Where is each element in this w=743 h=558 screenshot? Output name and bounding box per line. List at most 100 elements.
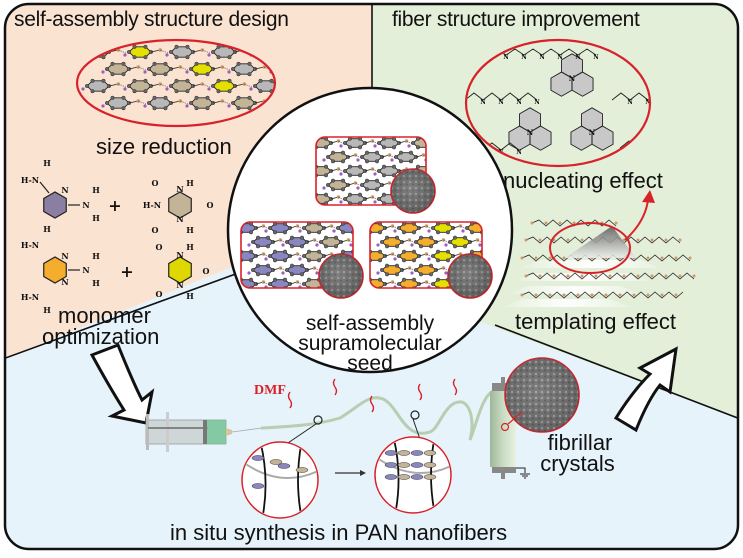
atom-label: H <box>186 291 194 301</box>
carbon-atom <box>126 50 131 55</box>
seed-molecule <box>397 450 411 456</box>
carbon-atom <box>104 66 109 71</box>
nitrogen-label: N <box>569 74 576 83</box>
carbon-atom <box>317 230 322 235</box>
syringe-stopper <box>203 420 207 444</box>
atom-label: N <box>176 250 183 260</box>
carbon-atom <box>247 95 252 100</box>
carbon-atom <box>331 178 336 183</box>
carbon-atom <box>395 235 400 240</box>
atom-label: N <box>61 251 68 261</box>
layer-atom <box>520 256 524 260</box>
carbon-atom <box>480 249 482 254</box>
carbon-atom <box>431 225 436 230</box>
layer-atom <box>660 293 664 297</box>
carbon-atom <box>210 50 215 55</box>
hydrogen-atom <box>322 186 326 190</box>
carbon-atom <box>258 78 263 83</box>
carbon-atom <box>412 277 417 282</box>
carbon-atom <box>378 249 383 254</box>
carbon-atom <box>248 277 253 282</box>
lattice-ring <box>398 223 420 233</box>
carbon-atom <box>385 263 390 268</box>
carbon-atom <box>365 150 370 155</box>
carbon-atom <box>152 106 157 111</box>
carbon-atom <box>436 249 441 254</box>
carbon-atom <box>194 61 199 66</box>
carbon-atom <box>101 55 106 60</box>
carbon-atom <box>419 272 424 277</box>
carbon-atom <box>143 55 148 60</box>
carbon-atom <box>429 263 434 268</box>
collector-axle <box>501 473 505 479</box>
carbon-atom <box>256 244 261 249</box>
lattice-ring <box>378 166 400 176</box>
carbon-atom <box>436 277 441 282</box>
layer-atom <box>622 274 626 278</box>
carbon-atom <box>266 263 271 268</box>
hydrogen-atom <box>281 243 285 247</box>
hydrogen-atom <box>165 87 169 91</box>
carbon-atom <box>163 106 168 111</box>
carbon-atom <box>185 78 190 83</box>
carbon-atom <box>317 258 322 263</box>
carbon-atom <box>227 89 232 94</box>
progression-arrow-head <box>360 470 366 476</box>
seed-card-border <box>240 221 354 289</box>
nitrogen-label: N <box>516 149 522 156</box>
polymer-chain <box>467 92 538 101</box>
carbon-atom <box>152 72 157 77</box>
carbon-atom <box>90 89 95 94</box>
hydrogen-atom <box>101 70 105 74</box>
caption-nucleating-effect: nucleating effect <box>503 168 663 193</box>
carbon-atom <box>395 263 400 268</box>
carbon-atom <box>348 192 353 197</box>
carbon-atom <box>358 173 363 178</box>
carbon-atom <box>273 249 278 254</box>
carbon-atom <box>382 192 387 197</box>
carbon-atom <box>101 89 106 94</box>
seed-molecule <box>277 463 291 469</box>
solvent-evaporation-icon <box>452 378 458 396</box>
lattice-ring <box>303 223 325 233</box>
barbituric-acid-ring <box>168 256 192 284</box>
atom-label: H-N <box>21 292 39 302</box>
carbon-atom <box>152 61 157 66</box>
supramolecular-seed-cards <box>240 136 493 299</box>
carbon-atom <box>236 95 241 100</box>
center-caption-line1: self-assembly <box>305 312 435 335</box>
carbon-atom <box>205 72 210 77</box>
seed-molecule <box>410 474 424 480</box>
carbon-atom <box>132 55 137 60</box>
atom-label: H <box>43 305 51 315</box>
layer-atom <box>576 293 580 297</box>
carbon-atom <box>307 277 312 282</box>
carbon-atom <box>465 225 470 230</box>
carbon-atom <box>126 83 131 88</box>
lattice-ring <box>327 152 349 162</box>
layer-atom <box>692 274 696 278</box>
layer-atom <box>552 274 556 278</box>
atom-label: N <box>176 184 183 194</box>
carbon-atom <box>397 225 402 230</box>
carbon-atom <box>378 277 383 282</box>
lattice-ring <box>269 223 291 233</box>
size-lattice-inner <box>81 44 274 111</box>
layer-atom <box>544 221 548 225</box>
nitrogen-label: N <box>480 99 486 106</box>
carbon-atom <box>453 235 458 240</box>
hydrogen-atom <box>207 53 211 57</box>
seed-molecule <box>397 474 411 480</box>
solvent-evaporation-icon <box>287 391 293 409</box>
hydrogen-atom <box>410 271 414 275</box>
carbon-atom <box>436 258 441 263</box>
cn-inner: NNNNNNNNNNNNNNNNNNNNNNN <box>467 48 649 156</box>
lattice-ring <box>170 46 194 58</box>
carbon-atom <box>419 235 424 240</box>
carbon-atom <box>210 83 215 88</box>
carbon-atom <box>205 106 210 111</box>
triaminopyrimidine-ring <box>43 256 67 284</box>
carbon-atom <box>402 258 407 263</box>
atom-label: H-N <box>143 200 161 210</box>
